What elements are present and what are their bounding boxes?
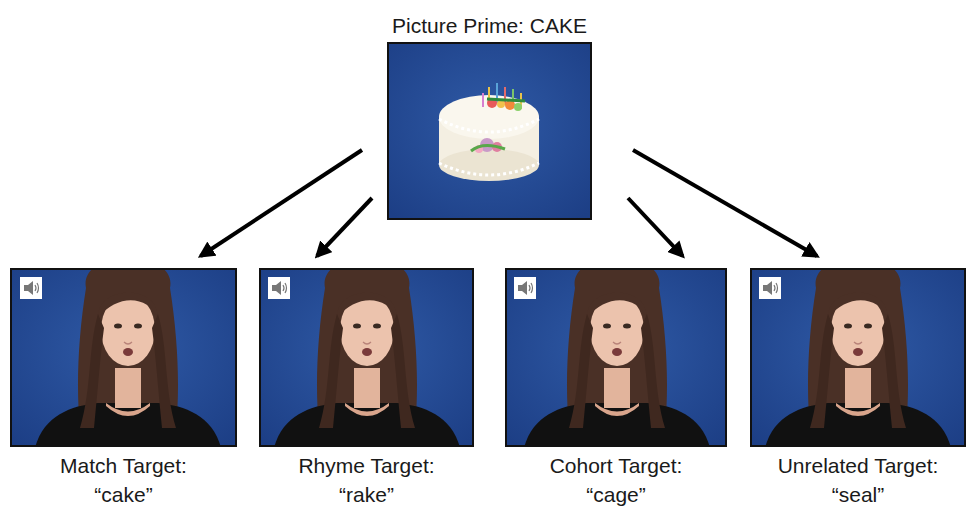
arrow [633, 150, 817, 256]
target-label: Cohort Target: “cage” [527, 451, 705, 510]
target-label: Unrelated Target: “seal” [769, 451, 947, 510]
arrow [628, 198, 683, 256]
arrow [317, 198, 372, 256]
video-target: Unrelated Target: “seal” [750, 268, 966, 447]
picture-prime: Picture Prime: CAKE [387, 42, 592, 220]
arrow [201, 150, 362, 256]
target-label: Match Target: “cake” [35, 451, 213, 510]
prime-heading: Picture Prime: CAKE [392, 14, 587, 38]
video-target: Match Target: “cake” [10, 268, 237, 447]
video-target: Cohort Target: “cage” [505, 268, 727, 447]
target-label: Rhyme Target: “rake” [278, 451, 456, 510]
video-target: Rhyme Target: “rake” [259, 268, 474, 447]
